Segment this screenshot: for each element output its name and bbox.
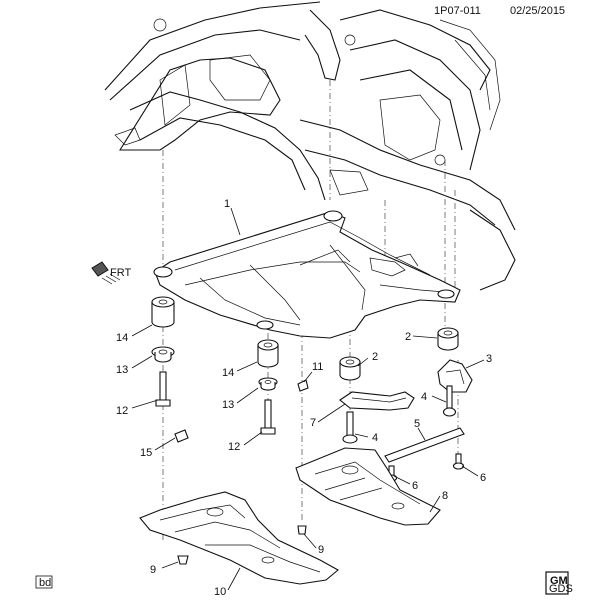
vehicle-body-structure xyxy=(104,1,516,291)
callout-4-right: 4 xyxy=(421,391,427,403)
callout-9-center: 9 xyxy=(318,544,324,556)
clip-center xyxy=(297,379,309,392)
insulator-upper-center xyxy=(257,339,279,368)
callout-2-center: 2 xyxy=(372,351,378,363)
diagram-date: 02/25/2015 xyxy=(510,5,565,17)
callout-6-right: 6 xyxy=(480,472,486,484)
fastener-9-left xyxy=(177,555,189,565)
callout-4-center: 4 xyxy=(372,432,378,444)
illustrator-initials-box: bd xyxy=(35,575,53,589)
diagram-ref-code: 1P07-011 xyxy=(434,5,481,17)
insulator-2-right xyxy=(437,327,459,351)
gm-logo-subtext: GDS xyxy=(549,583,573,595)
strut-5 xyxy=(384,427,465,463)
callout-15: 15 xyxy=(140,447,152,459)
illustrator-initials: bd xyxy=(39,577,51,589)
insulator-upper-left xyxy=(151,296,175,328)
callout-8: 8 xyxy=(442,490,448,502)
callout-5: 5 xyxy=(414,418,420,430)
callout-11: 11 xyxy=(312,361,323,373)
shield-10 xyxy=(139,491,339,585)
bolt-4-center xyxy=(342,411,358,444)
callout-13-left: 13 xyxy=(116,364,128,376)
brace-7 xyxy=(339,391,415,411)
front-direction-label: FRT xyxy=(110,267,131,279)
gm-logo-text: GM xyxy=(550,575,568,587)
insulator-lower-center xyxy=(258,377,278,391)
front-direction-arrow: FRT xyxy=(91,261,131,285)
callout-6-center: 6 xyxy=(412,480,418,492)
fastener-9-center xyxy=(297,525,307,535)
callout-1: 1 xyxy=(224,198,230,210)
frame-cradle xyxy=(153,210,461,339)
callout-3: 3 xyxy=(486,353,492,365)
callout-13-center: 13 xyxy=(222,399,234,411)
insulator-2-center xyxy=(339,356,361,381)
callout-10: 10 xyxy=(214,586,226,598)
callout-14-center: 14 xyxy=(222,367,234,379)
bolt-4-right xyxy=(442,385,457,417)
bolt-6-right xyxy=(452,453,465,470)
insulator-lower-left xyxy=(151,346,175,363)
callout-leaders xyxy=(131,207,485,591)
callout-7: 7 xyxy=(310,417,316,429)
gm-logo: GM GDS xyxy=(545,571,573,595)
bracket-3 xyxy=(437,359,473,393)
bolt-center xyxy=(260,399,276,435)
callouts: 1 14 13 12 15 14 13 12 11 2 2 3 4 4 7 5 … xyxy=(116,198,492,598)
callout-9-left: 9 xyxy=(150,564,156,576)
callout-12-center: 12 xyxy=(228,441,240,453)
callout-2-right: 2 xyxy=(405,331,411,343)
clip-left xyxy=(174,429,189,443)
bolt-left xyxy=(155,371,171,407)
callout-14-left: 14 xyxy=(116,332,128,344)
shield-8 xyxy=(295,447,441,526)
callout-12-left: 12 xyxy=(116,405,128,417)
